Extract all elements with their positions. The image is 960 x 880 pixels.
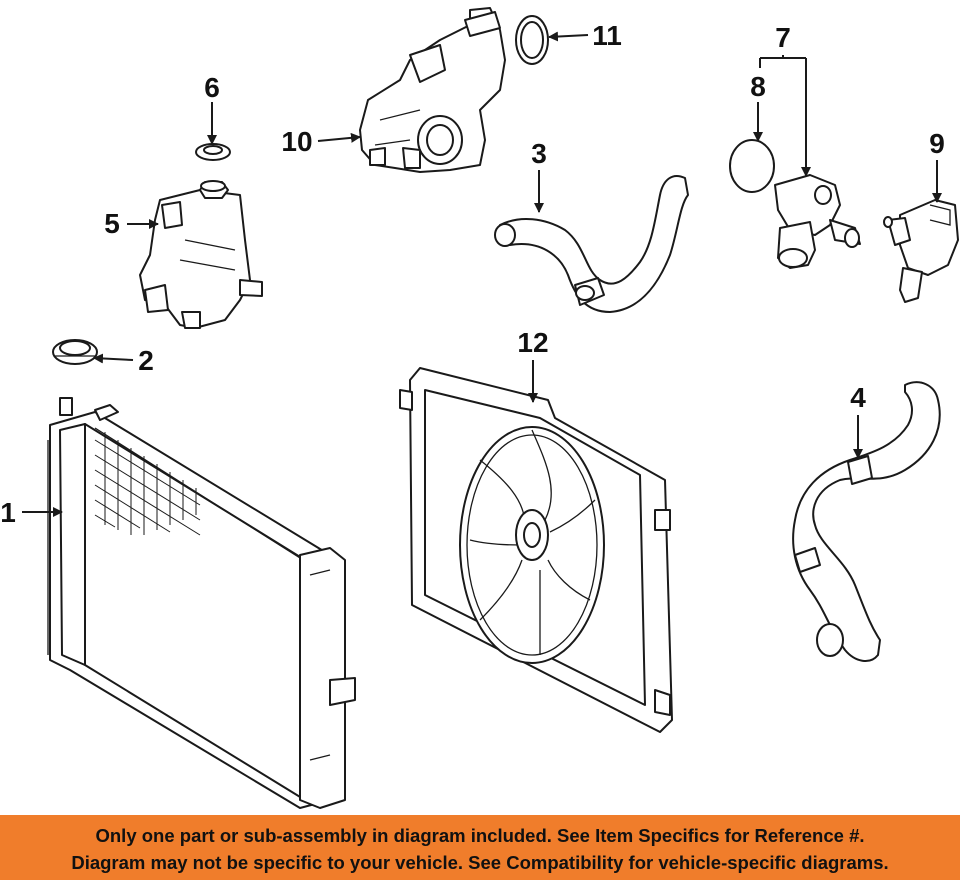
hose-4-part (792, 381, 941, 662)
callout-2: 2 (138, 345, 154, 376)
callout-5: 5 (104, 208, 120, 239)
callout-1: 1 (0, 497, 16, 528)
leader-arrows (22, 31, 942, 517)
seal-6-part (195, 143, 231, 161)
callout-12: 12 (517, 327, 548, 358)
callout-labels: 1 2 3 4 5 6 7 8 9 10 11 12 (0, 20, 945, 528)
callout-8: 8 (750, 71, 766, 102)
callout-6: 6 (204, 72, 220, 103)
valve-9-part (883, 199, 959, 303)
callout-3: 3 (531, 138, 547, 169)
reservoir-tank-part (139, 180, 263, 329)
callout-10: 10 (281, 126, 312, 157)
water-outlet-housing-part (359, 7, 506, 173)
parts-diagram: 1 2 3 4 5 6 7 8 9 10 11 12 (0, 7, 959, 809)
disclaimer-line-2: Diagram may not be specific to your vehi… (71, 852, 889, 873)
callout-4: 4 (850, 382, 866, 413)
radiator-cap-part (52, 339, 98, 365)
gasket-8-part (729, 139, 775, 193)
o-ring-11-part (515, 15, 549, 65)
callout-11: 11 (592, 20, 622, 51)
disclaimer-banner: Only one part or sub-assembly in diagram… (0, 815, 960, 880)
hose-3-part (494, 175, 689, 313)
fan-assembly-part (399, 367, 673, 733)
water-inlet-7-part (774, 174, 861, 269)
disclaimer-line-1: Only one part or sub-assembly in diagram… (95, 825, 865, 846)
radiator-part (47, 397, 356, 809)
callout-7: 7 (775, 22, 791, 53)
callout-9: 9 (929, 128, 945, 159)
